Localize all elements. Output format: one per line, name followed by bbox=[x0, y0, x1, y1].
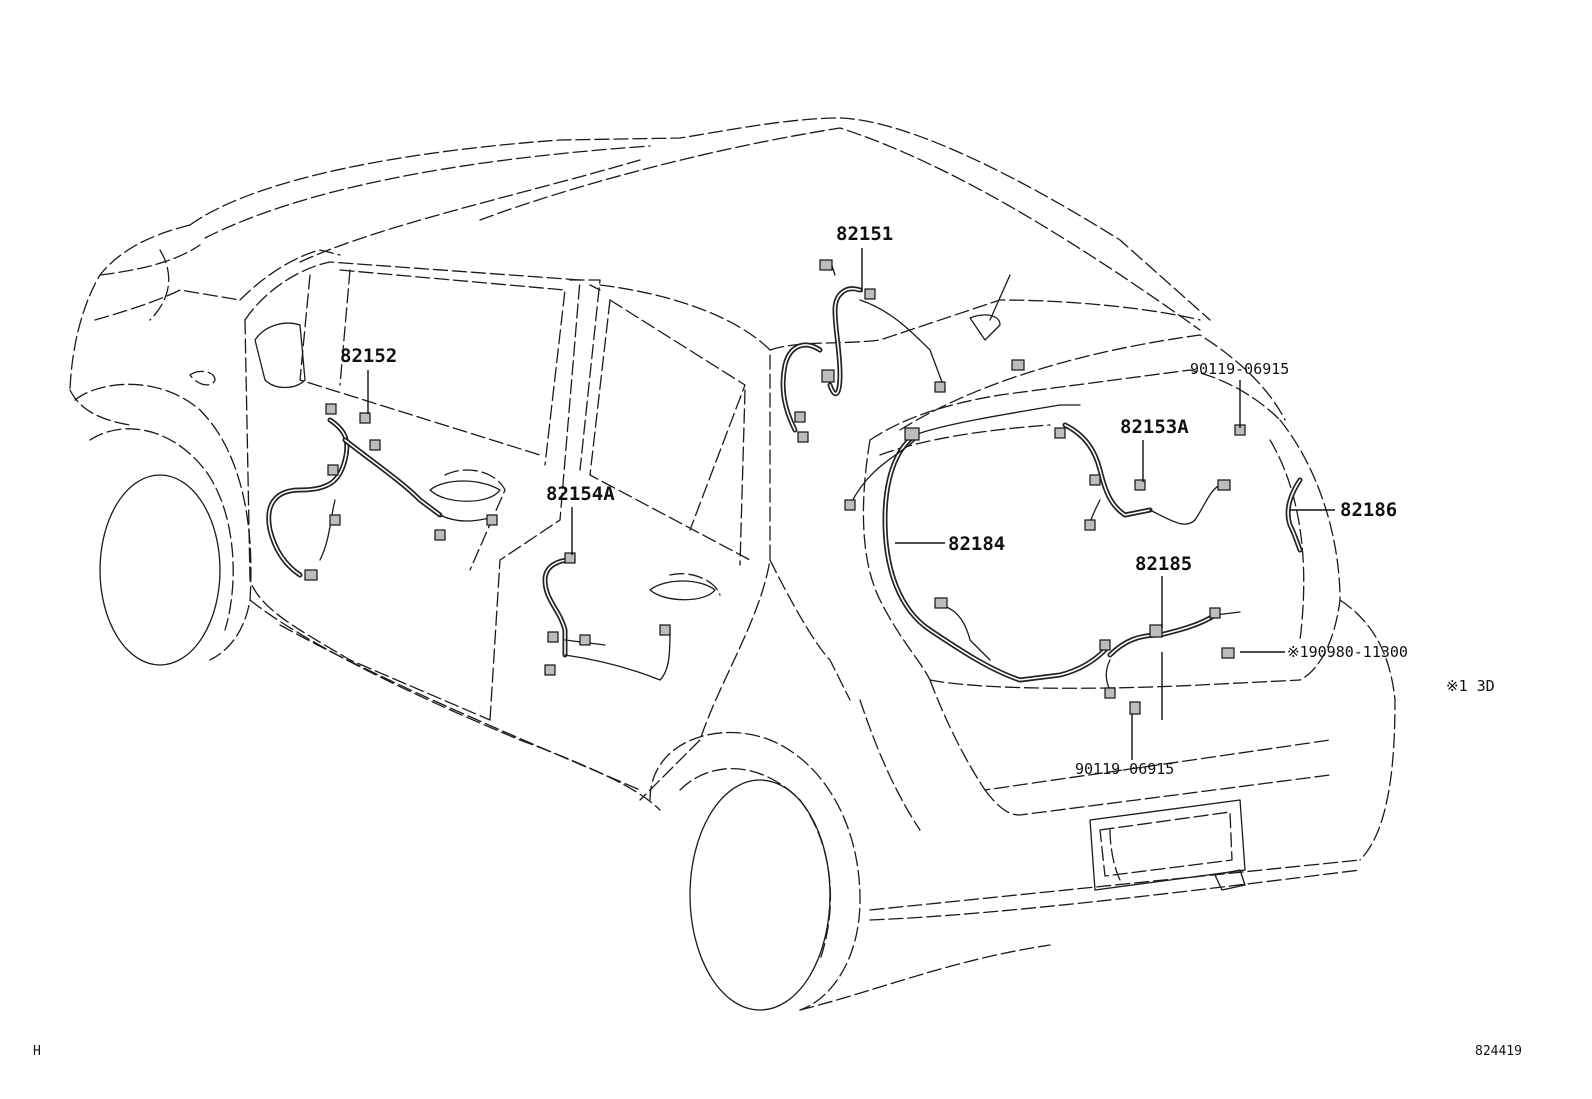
label-82152: 82152 bbox=[340, 345, 397, 367]
footer: H 824419 bbox=[33, 1044, 1522, 1059]
label-82184: 82184 bbox=[948, 533, 1005, 555]
footer-figure-number: 824419 bbox=[1475, 1044, 1522, 1059]
harness-82154a bbox=[542, 557, 671, 681]
harness-82185 bbox=[1105, 611, 1241, 691]
footer-left-code: H bbox=[33, 1044, 41, 1059]
harness-82152 bbox=[266, 417, 491, 578]
label-bolt-bottom: 90119-06915 bbox=[1075, 760, 1174, 778]
harness-82151 bbox=[780, 259, 946, 433]
label-82185: 82185 bbox=[1135, 553, 1192, 575]
note-3d: ※1 3D bbox=[1446, 677, 1495, 695]
label-82153a: 82153A bbox=[1120, 416, 1189, 438]
label-bolt-top: 90119-06915 bbox=[1190, 360, 1289, 378]
label-82186: 82186 bbox=[1340, 499, 1397, 521]
label-90980-11300: ※190980-11300 bbox=[1287, 643, 1408, 661]
part-labels: 82151 82152 82153A 82154A 82184 82185 82… bbox=[340, 223, 1495, 778]
leader-lines bbox=[367, 248, 1335, 760]
connectors bbox=[304, 259, 1246, 715]
harness-82184 bbox=[849, 404, 1108, 683]
car-body-outline bbox=[69, 117, 1396, 1011]
label-82154a: 82154A bbox=[546, 483, 615, 505]
label-82151: 82151 bbox=[836, 223, 893, 245]
harness-82186 bbox=[1285, 477, 1303, 553]
